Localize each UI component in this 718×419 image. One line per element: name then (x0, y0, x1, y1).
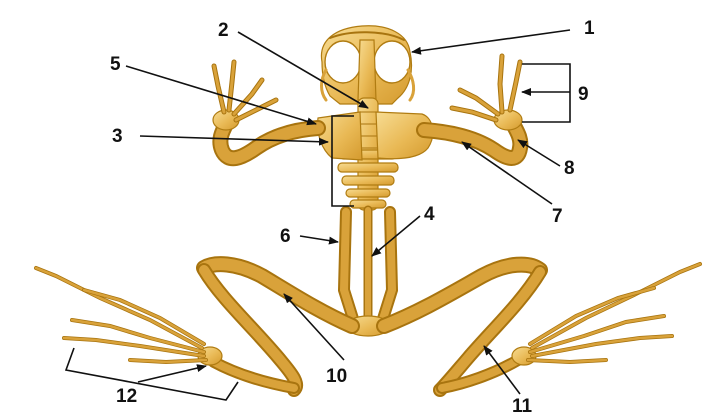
leader-6 (300, 236, 338, 242)
bracket-9 (522, 64, 570, 122)
label-12: 12 (116, 386, 137, 407)
label-2: 2 (218, 20, 229, 41)
left-hindlimb (36, 264, 352, 390)
label-8: 8 (564, 158, 575, 179)
label-11: 11 (512, 396, 533, 417)
frog-skeleton (36, 26, 700, 390)
label-5: 5 (110, 54, 121, 75)
label-9: 9 (578, 84, 589, 105)
label-4: 4 (424, 204, 435, 225)
skull (321, 26, 413, 104)
label-3: 3 (112, 126, 123, 147)
right-forelimb (424, 56, 522, 158)
label-1: 1 (584, 18, 595, 39)
label-7: 7 (552, 206, 563, 227)
label-6: 6 (280, 226, 291, 247)
right-hindlimb (384, 264, 700, 390)
left-forelimb (213, 62, 318, 158)
label-10: 10 (326, 366, 347, 387)
leader-12a (138, 366, 206, 382)
left-eye-socket (325, 41, 361, 83)
right-eye-socket (374, 41, 410, 83)
leader-1 (412, 30, 570, 52)
